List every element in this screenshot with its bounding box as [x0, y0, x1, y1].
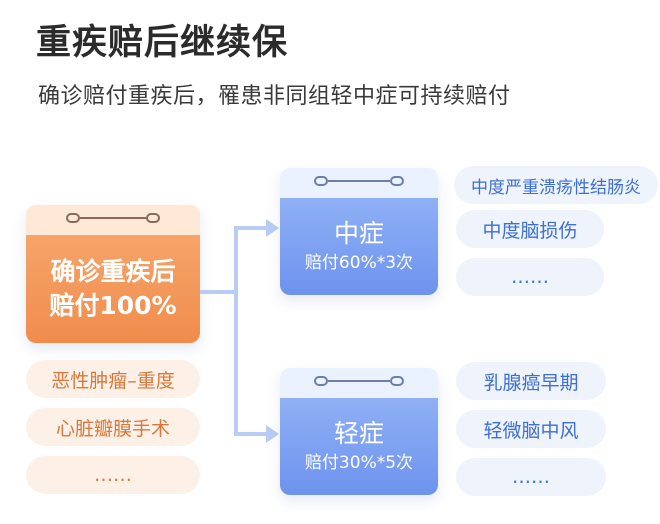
- card-header: [280, 168, 438, 198]
- card-payout: 赔付30%*5次: [304, 452, 414, 473]
- binder-ring-icon: [66, 213, 80, 223]
- card-body: 轻症 赔付30%*5次: [280, 398, 438, 495]
- binder-ring-icon: [314, 176, 328, 186]
- binder-ring-icon: [390, 176, 404, 186]
- severe-example-1: 恶性肿瘤–重度: [26, 360, 200, 398]
- mild-payout-card: 轻症 赔付30%*5次: [280, 368, 438, 495]
- card-name: 中症: [333, 218, 384, 248]
- severe-example-more: ……: [26, 456, 200, 494]
- page-title: 重疾赔后继续保: [36, 23, 289, 63]
- moderate-example-1: 中度严重溃疡性结肠炎: [454, 166, 658, 204]
- severe-payout-card: 确诊重疾后 赔付100%: [26, 205, 200, 343]
- arrow-right-icon: [266, 425, 279, 443]
- card-line-2: 赔付100%: [49, 291, 177, 320]
- connector-stem: [200, 290, 236, 294]
- card-payout: 赔付60%*3次: [304, 252, 414, 273]
- binder-bar: [328, 380, 390, 382]
- binder-bar: [328, 180, 390, 182]
- mild-example-1: 乳腺癌早期: [456, 362, 606, 400]
- connector-branch-top: [234, 226, 268, 230]
- binder-ring-icon: [146, 213, 160, 223]
- moderate-payout-card: 中症 赔付60%*3次: [280, 168, 438, 295]
- moderate-example-more: ……: [456, 258, 604, 296]
- card-body: 中症 赔付60%*3次: [280, 198, 438, 295]
- arrow-right-icon: [266, 219, 279, 237]
- binder-ring-icon: [390, 376, 404, 386]
- card-header: [26, 205, 200, 235]
- connector-branch-bottom: [234, 432, 268, 436]
- card-header: [280, 368, 438, 398]
- severe-example-2: 心脏瓣膜手术: [26, 408, 200, 446]
- page-subtitle: 确诊赔付重疾后，罹患非同组轻中症可持续赔付: [38, 84, 511, 109]
- binder-bar: [80, 217, 146, 219]
- card-line-1: 确诊重疾后: [50, 257, 176, 286]
- binder-ring-icon: [314, 376, 328, 386]
- connector-trunk: [234, 226, 238, 436]
- moderate-example-2: 中度脑损伤: [456, 210, 604, 248]
- card-name: 轻症: [333, 418, 384, 448]
- mild-example-2: 轻微脑中风: [456, 410, 606, 448]
- mild-example-more: ……: [456, 458, 606, 496]
- card-body: 确诊重疾后 赔付100%: [26, 235, 200, 343]
